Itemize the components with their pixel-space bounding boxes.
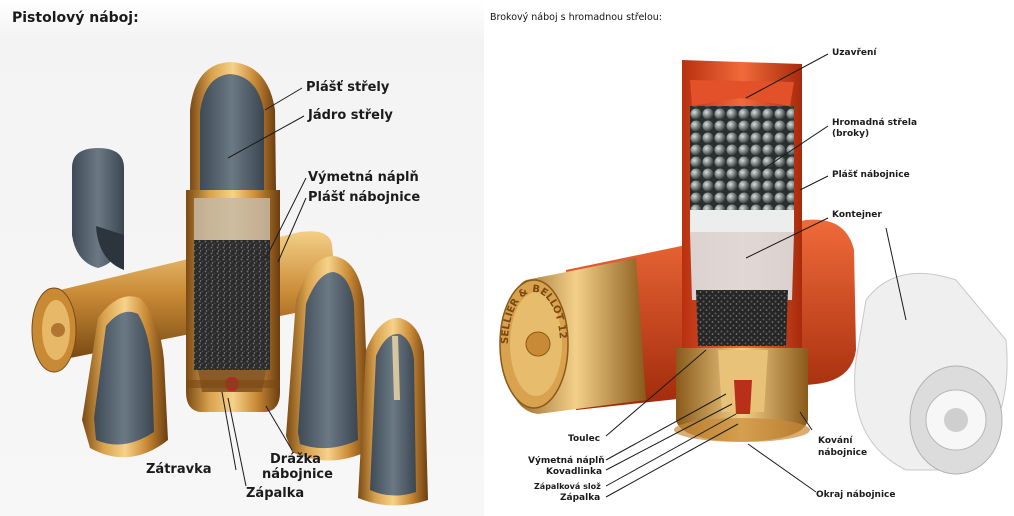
label-plast-strely: Plášť střely	[306, 80, 389, 95]
shotgun-cartridge-panel: Brokový náboj s hromadnou střelou:	[486, 0, 1014, 516]
headstamp-text: SELLIER & BELLOT 12	[500, 284, 568, 345]
label-zapalka: Zápalka	[246, 486, 304, 501]
pistol-cartridge-illustration	[0, 0, 484, 516]
label-drazka-line1: Drážka	[270, 452, 321, 467]
headstamp-layer: SELLIER & BELLOT 12	[486, 0, 1014, 516]
svg-text:SELLIER & BELLOT 12: SELLIER & BELLOT 12	[500, 284, 568, 345]
pistol-cartridge-panel: Pistolový náboj:	[0, 0, 484, 516]
main-pistol-cartridge	[186, 62, 280, 412]
label-plast-nabojnice: Plášť nábojnice	[308, 190, 420, 205]
bullet-far-right	[358, 318, 428, 506]
label-jadro-strely: Jádro střely	[308, 108, 393, 123]
label-zatravka: Zátravka	[146, 462, 212, 477]
label-vymetna-napln: Výmetná náplň	[308, 170, 419, 185]
label-drazka-line2: nábojnice	[262, 467, 333, 482]
bullet-back-left	[72, 148, 124, 270]
